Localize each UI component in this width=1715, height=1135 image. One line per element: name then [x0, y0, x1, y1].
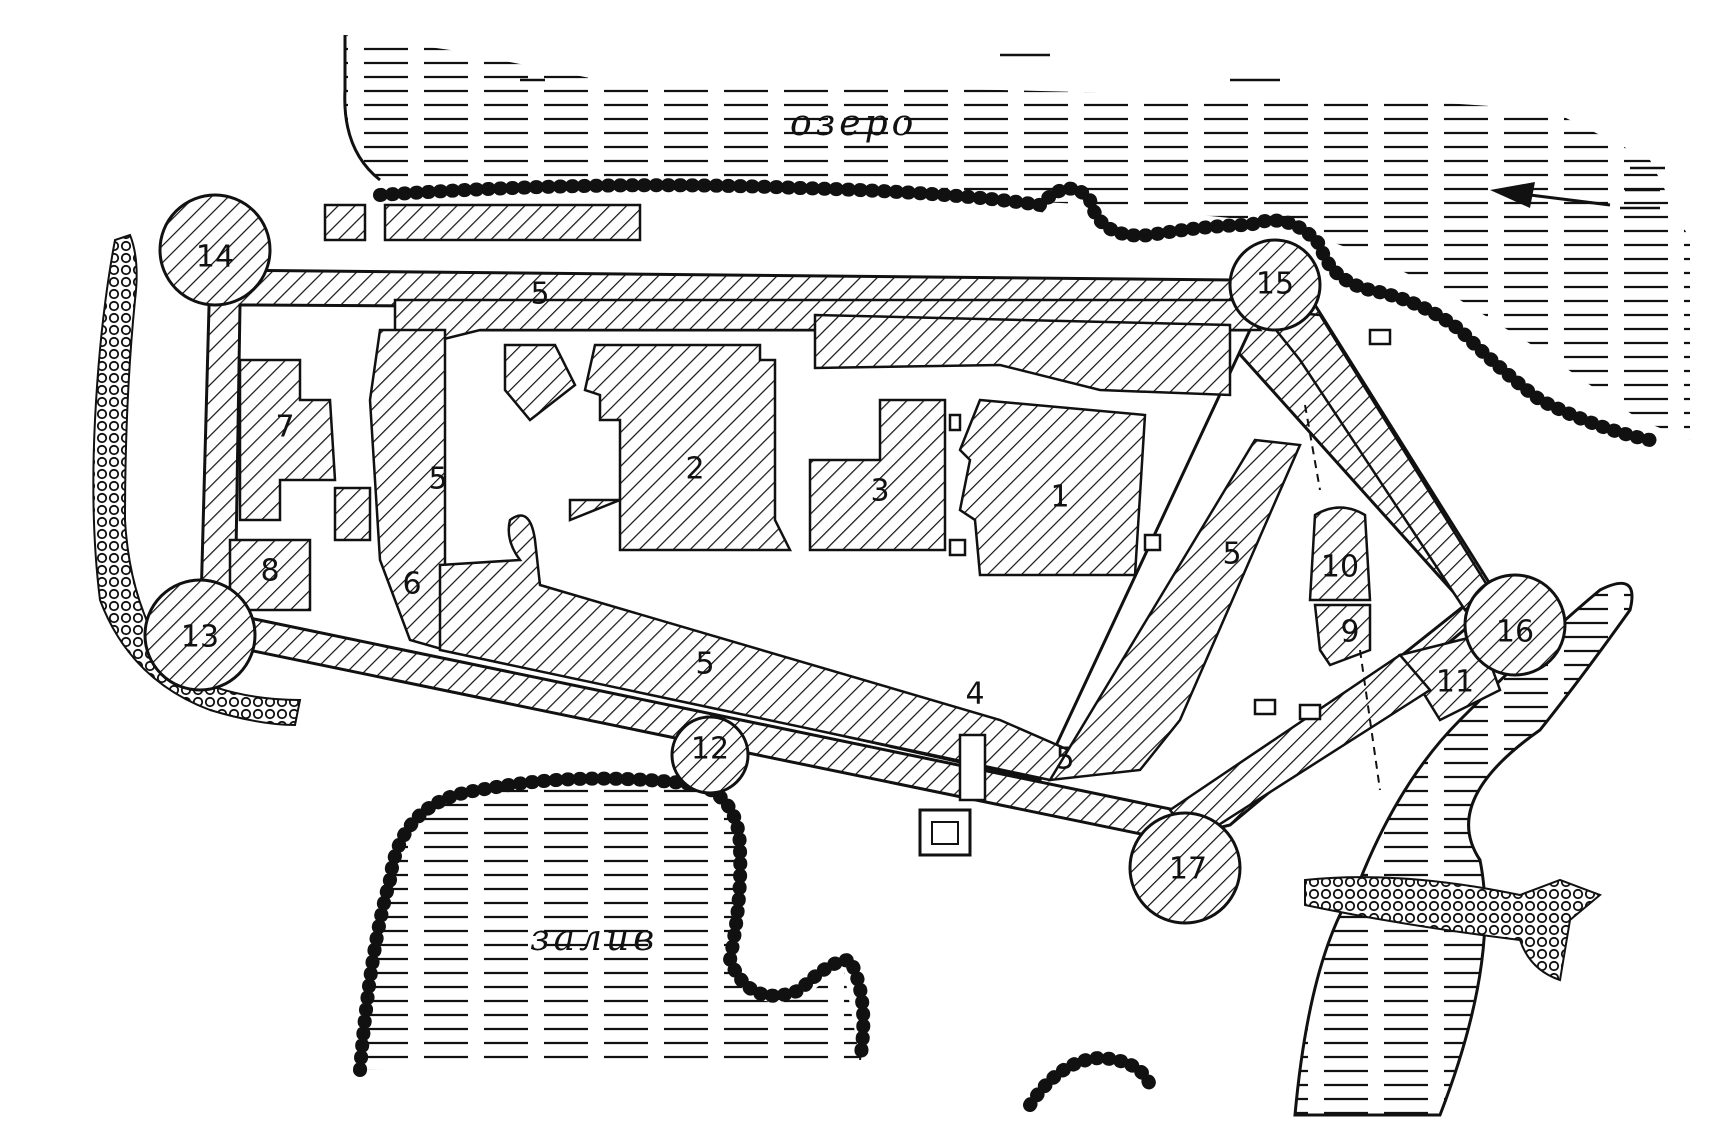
- number-7: 7: [275, 410, 294, 445]
- building-1: [958, 398, 1147, 577]
- number-2: 2: [685, 452, 704, 487]
- gate-4: [958, 733, 987, 802]
- building-2: [568, 343, 793, 552]
- number-16: 16: [1496, 615, 1534, 650]
- number-5-southeast: 5: [1055, 742, 1074, 777]
- tower-13: [143, 578, 257, 692]
- building-2-annex: [503, 343, 577, 422]
- label-bay: залив: [530, 918, 658, 959]
- lake-water: [343, 35, 1690, 440]
- plan-numbers: 1 2 3 4 5 5 5 5 5 6 7 8 9 10 11 12 13 14…: [181, 240, 1534, 887]
- courtyard-square-a: [948, 538, 967, 557]
- number-4: 4: [965, 677, 984, 712]
- north-casemate-strip: [383, 203, 642, 242]
- number-15: 15: [1256, 267, 1294, 302]
- current-arrow: [1490, 182, 1611, 208]
- small-block-west: [333, 486, 372, 542]
- building-10: [1308, 506, 1372, 602]
- inner-wall-south: [438, 514, 1083, 782]
- building-8: [228, 538, 312, 612]
- number-12: 12: [691, 732, 729, 767]
- number-9: 9: [1340, 615, 1359, 650]
- number-11: 11: [1436, 665, 1474, 700]
- bay-water: [353, 771, 871, 1077]
- tower-17: [1128, 811, 1242, 925]
- inner-wall-east: [1047, 438, 1302, 782]
- building-3: [808, 398, 947, 552]
- number-3: 3: [870, 474, 889, 509]
- tower-14: [158, 193, 272, 307]
- number-8: 8: [260, 554, 279, 589]
- number-1: 1: [1050, 480, 1069, 515]
- number-17: 17: [1169, 852, 1207, 887]
- east-block-b: [1298, 703, 1322, 721]
- number-10: 10: [1321, 550, 1359, 585]
- number-5-south: 5: [695, 647, 714, 682]
- number-13: 13: [181, 620, 219, 655]
- number-14: 14: [196, 240, 234, 275]
- east-block-a: [1253, 698, 1277, 716]
- islet: [1023, 1050, 1157, 1112]
- inner-wall-west: [368, 328, 447, 652]
- dashed-boundary: [1304, 404, 1381, 791]
- building-7: [238, 358, 337, 522]
- number-5-west: 5: [428, 462, 447, 497]
- northeast-barracks: [813, 313, 1232, 397]
- number-5-north: 5: [530, 277, 549, 312]
- river-pebble-bar: [1304, 876, 1602, 982]
- north-small-block: [323, 203, 367, 242]
- label-lake: озеро: [790, 103, 917, 144]
- number-6: 6: [402, 567, 421, 602]
- tower-16: [1463, 573, 1567, 677]
- tower-15: [1228, 238, 1322, 332]
- northeast-block-c: [1368, 328, 1392, 346]
- tower-12: [670, 715, 750, 795]
- courtyard-square-c: [948, 413, 962, 432]
- courtyard-square-b: [1143, 533, 1162, 552]
- number-5-east: 5: [1222, 537, 1241, 572]
- building-9: [1313, 603, 1372, 667]
- west-pebble-bank: [92, 233, 302, 727]
